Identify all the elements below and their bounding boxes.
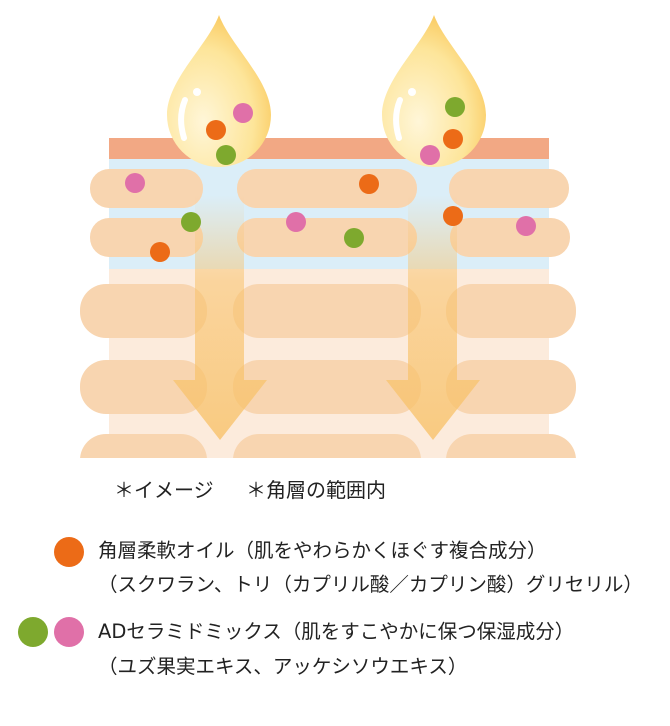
note-stratum-corneum: ＊角層の範囲内 — [245, 478, 386, 502]
legend-ceramide-title: ADセラミドミックス（肌をすこやかに保つ保湿成分） — [98, 620, 575, 643]
legend-oil-ingredients: （スクワラン、トリ（カプリル酸／カプリン酸）グリセリル） — [98, 573, 643, 596]
image-notes: ＊イメージ ＊角層の範囲内 — [114, 474, 412, 503]
legend-ceramide-ingredients: （ユズ果実エキス、アッケシソウエキス） — [98, 655, 468, 678]
green-dot-icon — [18, 617, 48, 647]
legend-oil-title: 角層柔軟オイル（肌をやわらかくほぐす複合成分） — [98, 539, 547, 562]
dots-in-skin — [125, 173, 536, 262]
arrow-left — [173, 195, 267, 440]
oil-drop-left — [167, 15, 271, 167]
oil-drop-right — [382, 15, 486, 167]
skin-layer — [0, 138, 670, 470]
pink-dot-icon — [54, 617, 84, 647]
orange-dot-icon — [54, 537, 84, 567]
note-image: ＊イメージ — [114, 478, 214, 502]
lower-cells — [80, 284, 576, 470]
arrow-right — [386, 195, 480, 440]
skin-penetration-diagram — [0, 15, 670, 470]
penetration-arrows — [173, 195, 480, 440]
